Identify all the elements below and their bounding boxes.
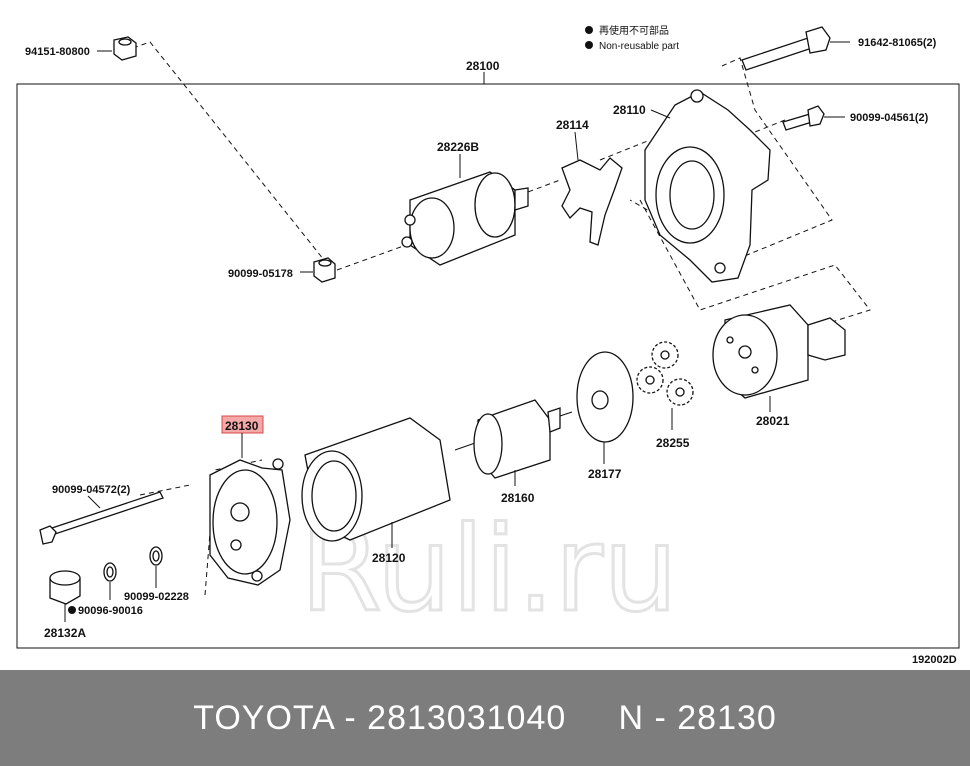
label-screw-right[interactable]: 90099-04561(2) xyxy=(850,112,929,124)
legend: 再使用不可部品 Non-reusable part xyxy=(585,24,679,52)
label-nut-mid[interactable]: 90099-05178 xyxy=(228,268,293,280)
legend-item-jp: 再使用不可部品 xyxy=(599,24,669,37)
legend-item-en: Non-reusable part xyxy=(599,41,679,52)
nut-top-left[interactable]: 94151-80800 xyxy=(25,36,137,61)
assembly-frame: 28100 xyxy=(16,59,960,649)
starter-clutch[interactable]: 28021 xyxy=(712,304,846,428)
nut-mid[interactable]: 90099-05178 xyxy=(228,257,336,283)
label-clutch[interactable]: 28021 xyxy=(756,414,790,428)
armature[interactable]: 28160 xyxy=(454,399,573,505)
planetary-gears[interactable]: 28255 xyxy=(636,341,694,450)
solenoid[interactable]: 28226B xyxy=(401,140,529,266)
parts-diagram: Ruli.ru 再使用不可部品 Non-reusable part 28100 … xyxy=(16,24,960,666)
label-solenoid[interactable]: 28226B xyxy=(437,140,479,154)
label-seal[interactable]: 90096-90016 xyxy=(78,605,143,617)
label-lever[interactable]: 28114 xyxy=(556,118,589,132)
label-bolt-top-right[interactable]: 91642-81065(2) xyxy=(858,37,937,49)
cap[interactable]: 28132A xyxy=(44,570,86,640)
label-plate[interactable]: 28177 xyxy=(588,467,622,481)
bolt-top-right[interactable]: 91642-81065(2) xyxy=(741,26,937,71)
washer[interactable]: 90099-02228 xyxy=(124,546,189,603)
seal[interactable]: 90096-90016 xyxy=(68,562,143,617)
shift-lever[interactable]: 28114 xyxy=(556,118,623,246)
end-frame[interactable]: 28130 xyxy=(209,415,291,586)
housing[interactable]: 28110 xyxy=(613,89,771,283)
diagram-code: 192002D xyxy=(912,654,957,666)
non-reusable-bullet-icon xyxy=(585,41,593,49)
label-nut-top-left[interactable]: 94151-80800 xyxy=(25,46,90,58)
label-yoke[interactable]: 28120 xyxy=(372,551,406,565)
label-gears[interactable]: 28255 xyxy=(656,436,690,450)
label-cap[interactable]: 28132A xyxy=(44,626,86,640)
label-assembly[interactable]: 28100 xyxy=(466,59,500,73)
label-housing[interactable]: 28110 xyxy=(613,103,646,117)
yoke[interactable]: 28120 xyxy=(301,417,451,565)
footer-part-title: TOYOTA - 2813031040 N - 28130 xyxy=(193,698,777,737)
label-washer[interactable]: 90099-02228 xyxy=(124,591,189,603)
non-reusable-bullet-icon xyxy=(585,26,593,34)
plate[interactable]: 28177 xyxy=(576,351,634,481)
screw-right[interactable]: 90099-04561(2) xyxy=(782,105,929,131)
footer-bar: TOYOTA - 2813031040 N - 28130 xyxy=(0,670,970,766)
label-long-bolt[interactable]: 90099-04572(2) xyxy=(52,484,131,496)
label-armature[interactable]: 28160 xyxy=(501,491,535,505)
label-end-frame[interactable]: 28130 xyxy=(225,419,259,433)
non-reusable-bullet-icon xyxy=(68,606,76,614)
long-bolt[interactable]: 90099-04572(2) xyxy=(39,484,164,545)
